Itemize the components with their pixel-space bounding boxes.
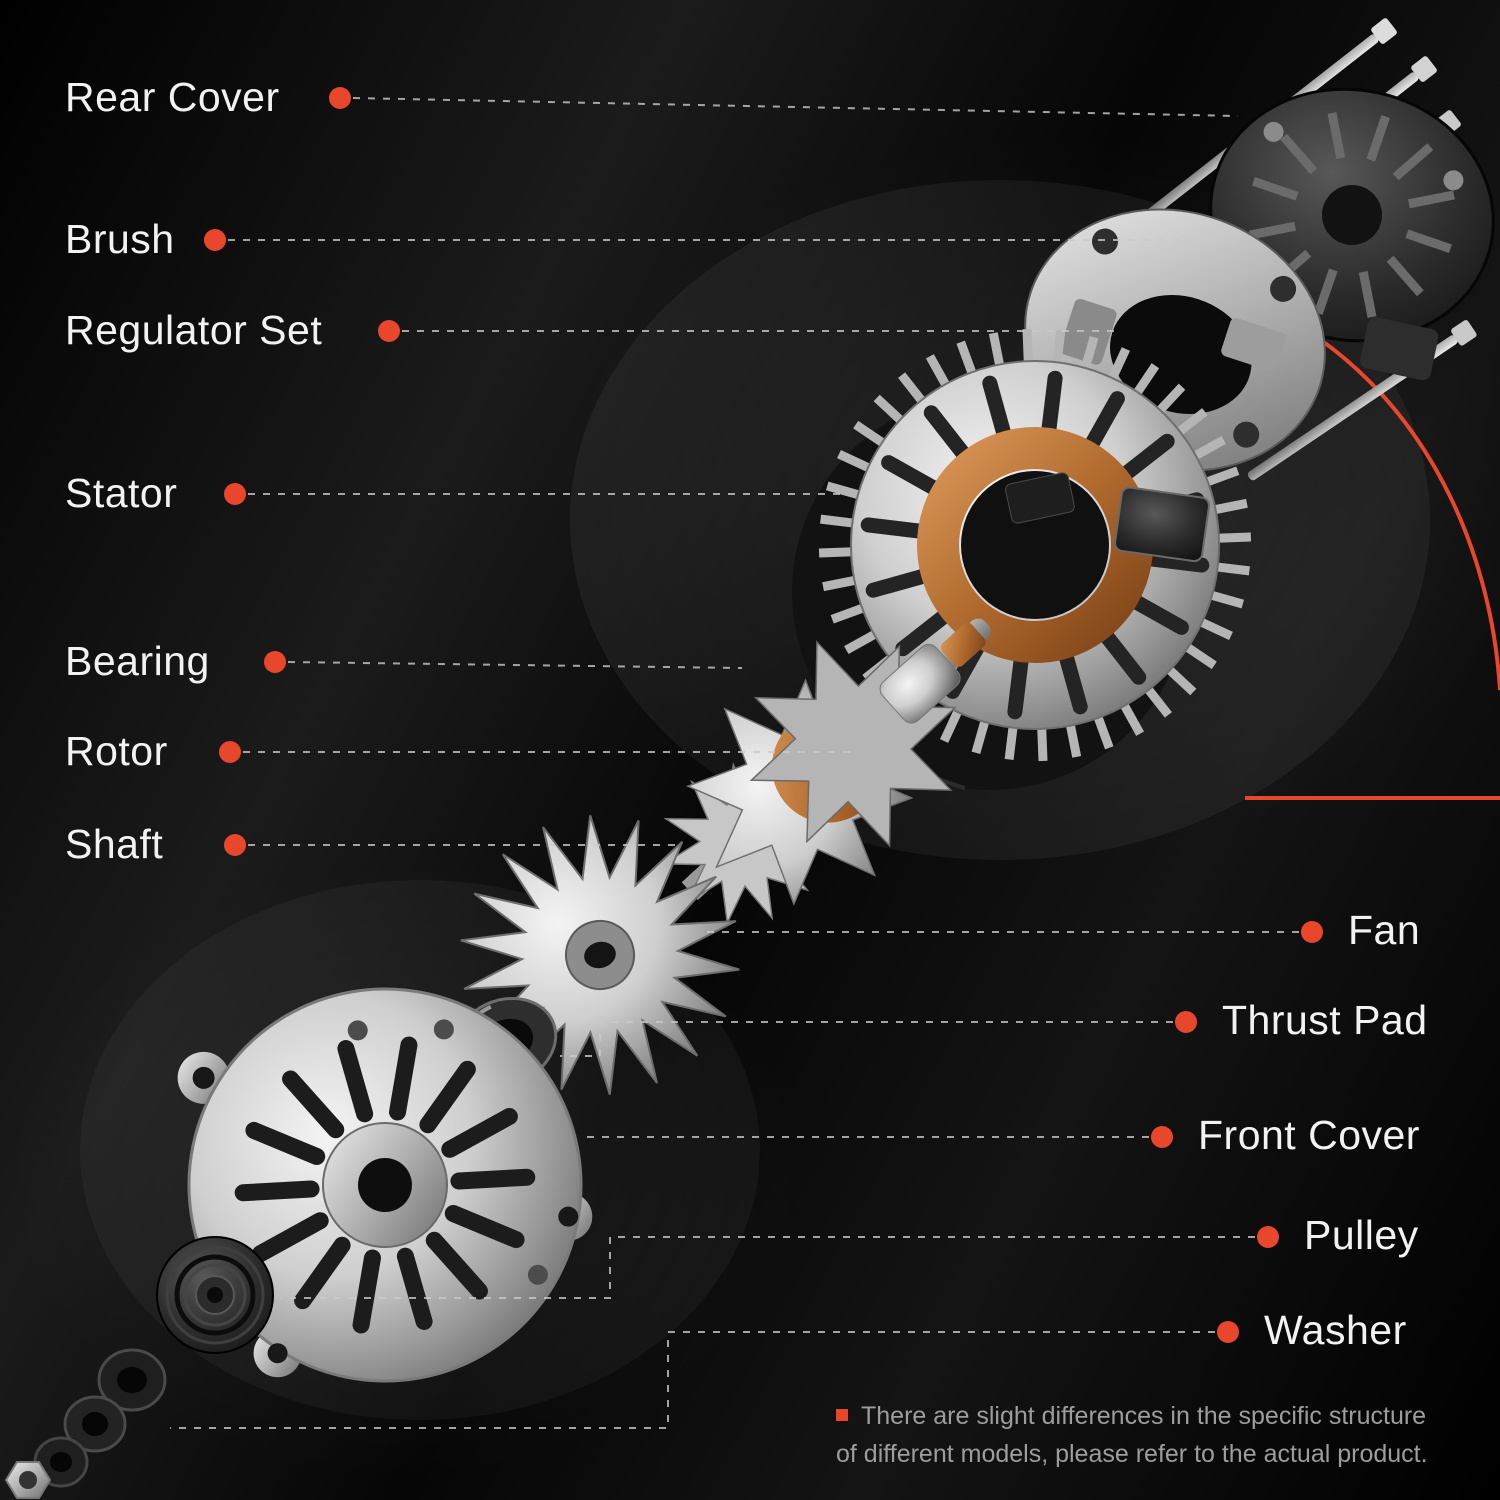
fan-part — [460, 815, 740, 1095]
dot-bearing — [264, 651, 286, 673]
part-label-fan: Fan — [1348, 907, 1421, 953]
disclaimer-bullet-square — [836, 1409, 848, 1421]
leader-thrust-pad — [560, 1021, 1173, 1057]
part-label-rotor: Rotor — [65, 728, 168, 774]
disclaimer-line1: There are slight differences in the spec… — [861, 1402, 1427, 1430]
part-label-regulator-set: Regulator Set — [65, 307, 323, 353]
leader-pulley — [280, 1236, 1255, 1299]
dot-rear-cover — [329, 87, 351, 109]
part-label-front-cover: Front Cover — [1198, 1112, 1420, 1158]
pulley-part — [156, 1236, 274, 1354]
part-label-brush: Brush — [65, 216, 175, 262]
disclaimer: There are slight differences in the spec… — [836, 1398, 1486, 1473]
accent-curve — [1245, 336, 1500, 800]
dot-rotor — [219, 741, 241, 763]
label-dots — [204, 87, 1323, 1343]
dot-brush — [204, 229, 226, 251]
connector-lines — [170, 97, 1299, 1429]
nut-part — [4, 1461, 52, 1499]
bearing-part — [879, 643, 961, 724]
part-label-rear-cover: Rear Cover — [65, 74, 280, 120]
dot-washer — [1217, 1321, 1239, 1343]
dot-front-cover — [1151, 1126, 1173, 1148]
leader-rear-cover — [352, 97, 1239, 117]
washers-part — [33, 1348, 167, 1488]
part-label-washer: Washer — [1264, 1307, 1407, 1353]
dot-regulator-set — [378, 320, 400, 342]
dot-stator — [224, 483, 246, 505]
part-label-bearing: Bearing — [65, 638, 210, 684]
disclaimer-line2: of different models, please refer to the… — [836, 1439, 1428, 1468]
dot-fan — [1301, 921, 1323, 943]
dot-thrust-pad — [1175, 1011, 1197, 1033]
part-label-stator: Stator — [65, 470, 178, 516]
leader-bearing — [287, 661, 743, 669]
leader-washer — [170, 1331, 1215, 1429]
part-label-shaft: Shaft — [65, 821, 164, 867]
dot-pulley — [1257, 1226, 1279, 1248]
part-label-thrust-pad: Thrust Pad — [1222, 997, 1428, 1043]
dot-shaft — [224, 834, 246, 856]
part-label-pulley: Pulley — [1304, 1212, 1419, 1258]
